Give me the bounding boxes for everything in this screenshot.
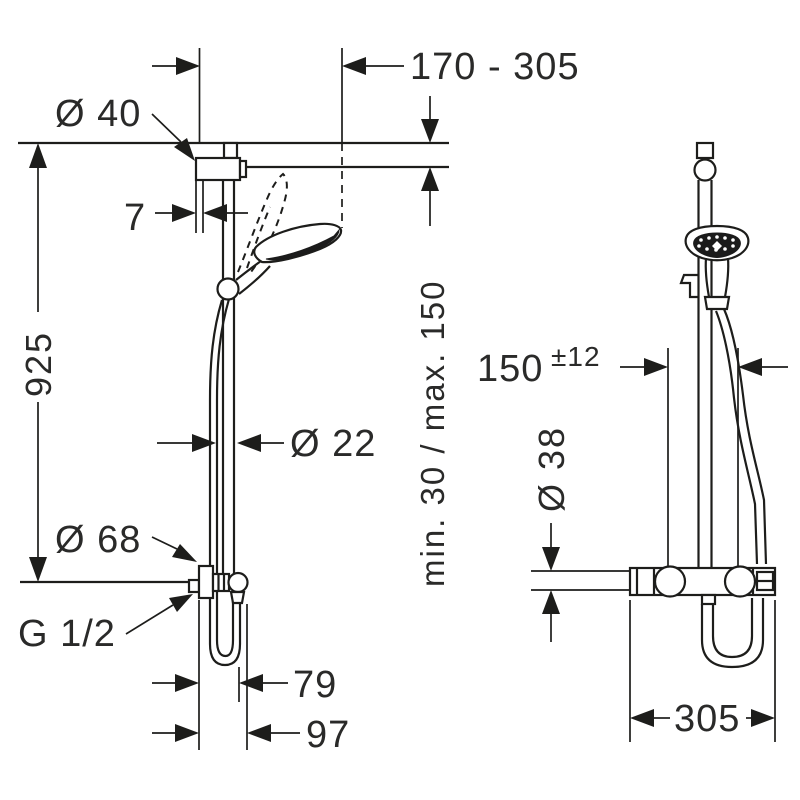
bar-top-cap xyxy=(695,141,715,160)
arrowhead xyxy=(630,709,654,727)
dim-valve-depth: 97 xyxy=(152,604,350,756)
label-escutcheon-diameter: Ø 68 xyxy=(55,519,197,562)
hand-shower-raised-dashed-inner xyxy=(246,206,271,269)
dim-reach-label: 170 - 305 xyxy=(410,46,580,88)
shower-holder xyxy=(679,273,698,299)
hose-loop-outer xyxy=(700,598,765,669)
escutcheon-diameter-label: Ø 68 xyxy=(55,519,141,561)
dim-valve-body-diameter-label: Ø 38 xyxy=(531,426,572,512)
arrowhead xyxy=(175,724,199,742)
dim-hose-loop-depth: 79 xyxy=(152,600,337,750)
escutcheon xyxy=(197,564,215,600)
side-view: 170 - 305 min. 30 / max. 150 925 Ø 40 xyxy=(18,46,580,756)
arrowhead xyxy=(247,724,271,742)
arrowhead xyxy=(175,674,199,692)
dim-bracket-offset: 7 xyxy=(124,181,248,239)
dim-hose-loop-depth-label: 79 xyxy=(293,664,337,706)
dim-reach: 170 - 305 xyxy=(152,46,580,88)
shower-hose-outer xyxy=(722,308,768,565)
dim-bar-height-label: 925 xyxy=(18,331,59,397)
dim-connection-spacing: 150 ±12 xyxy=(477,341,788,566)
wall-bracket-cap xyxy=(238,159,248,179)
arrowhead xyxy=(342,57,366,75)
arrowhead xyxy=(421,119,439,143)
arrowhead xyxy=(169,594,193,612)
leader-line xyxy=(151,113,182,143)
spray-face-edge xyxy=(265,228,340,261)
hand-shower-handle xyxy=(235,260,262,281)
hose-loop-inner xyxy=(711,598,754,659)
dim-top-clearance-label: min. 30 / max. 150 xyxy=(414,280,451,587)
valve-ribs xyxy=(211,572,231,593)
spray-center-dial xyxy=(712,241,722,251)
arrowhead xyxy=(738,358,762,376)
arrowhead xyxy=(644,358,668,376)
dim-valve-depth-label: 97 xyxy=(306,714,350,756)
shower-hose-inner xyxy=(215,298,235,658)
dim-top-clearance: min. 30 / max. 150 xyxy=(414,96,451,587)
bar-top-stem xyxy=(222,141,239,160)
temperature-handle xyxy=(653,565,687,598)
hand-shower-head-side xyxy=(253,222,343,264)
dim-rail-diameter-label: Ø 22 xyxy=(290,423,376,465)
front-view: 150 ±12 Ø 38 xyxy=(477,141,788,742)
valve-outlet xyxy=(700,593,717,606)
arrowhead xyxy=(176,57,200,75)
thread-size-label: G 1/2 xyxy=(18,613,116,655)
arrowhead xyxy=(192,434,216,452)
hose-connector-side xyxy=(229,590,246,605)
dim-valve-body-diameter: Ø 38 xyxy=(531,426,630,642)
arrowhead xyxy=(421,167,439,191)
hand-shower-grip xyxy=(704,257,711,298)
dim-connection-tolerance-label: ±12 xyxy=(551,341,601,372)
dim-bracket-offset-label: 7 xyxy=(124,197,146,239)
dim-bar-height: 925 xyxy=(18,143,59,582)
valve-knob-side xyxy=(227,571,249,594)
hand-shower-handle xyxy=(238,265,271,295)
arrowhead xyxy=(172,204,196,222)
shower-hose-outer xyxy=(208,299,242,667)
wall-bracket xyxy=(194,156,242,182)
arrowhead xyxy=(237,434,261,452)
shower-hose-inner xyxy=(714,310,759,565)
arrowhead xyxy=(751,709,775,727)
arrowhead xyxy=(29,557,47,582)
arrowhead xyxy=(29,143,47,168)
pin-diameter-label: Ø 40 xyxy=(55,93,141,135)
bar-top-knob xyxy=(693,158,717,182)
arrowhead xyxy=(239,674,263,692)
spray-nozzles xyxy=(697,235,735,252)
dim-valve-width-label: 305 xyxy=(674,698,740,740)
hand-shower-grip xyxy=(723,257,730,298)
label-pin-diameter: Ø 40 xyxy=(55,93,195,161)
flow-handle xyxy=(723,565,757,598)
arrowhead xyxy=(203,204,227,222)
hand-shower-hose-nut xyxy=(703,295,731,311)
arrowhead xyxy=(174,138,195,161)
dim-connection-spacing-label: 150 xyxy=(477,348,543,390)
dim-valve-width: 305 xyxy=(629,600,776,742)
hand-shower-raised-dashed xyxy=(237,172,288,273)
arrowhead xyxy=(542,547,560,571)
slider-ball-joint xyxy=(216,277,240,301)
leader-line xyxy=(125,604,174,635)
label-thread-size: G 1/2 xyxy=(18,594,193,655)
arrowhead xyxy=(542,590,560,614)
leader-line xyxy=(151,536,178,550)
thread-nipple xyxy=(187,578,201,594)
dim-rail-diameter: Ø 22 xyxy=(157,423,376,465)
arrowhead xyxy=(172,544,197,562)
